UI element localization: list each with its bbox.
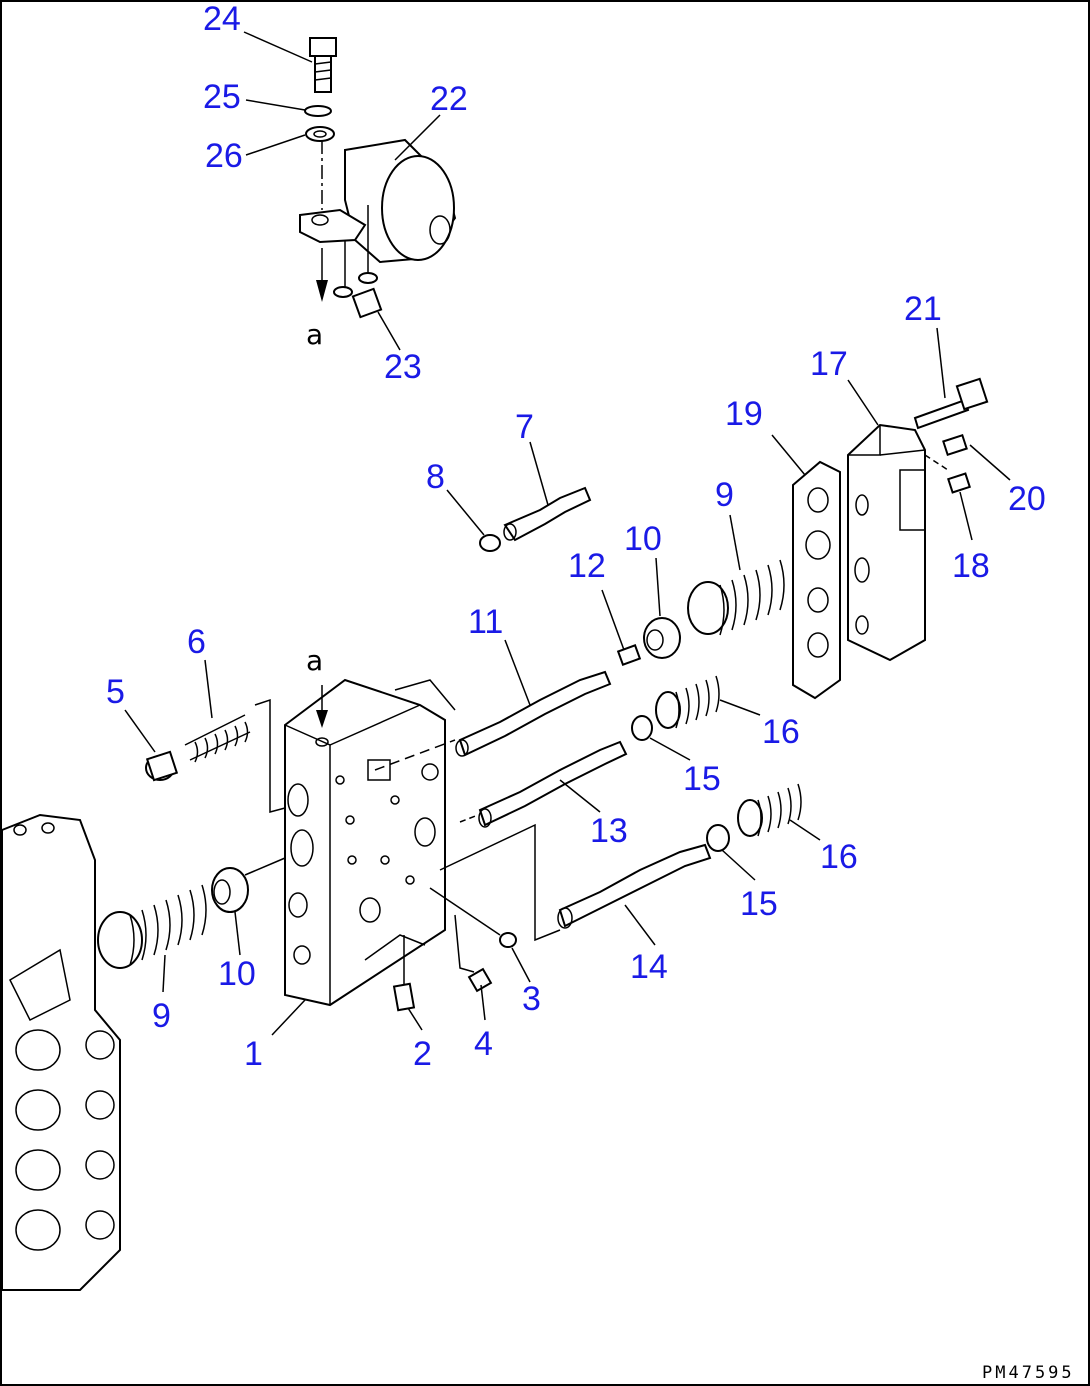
label-8: 8 [426, 458, 445, 496]
label-13: 13 [590, 812, 628, 850]
label-18: 18 [952, 547, 990, 585]
center-spools [374, 486, 712, 942]
label-21: 21 [904, 290, 942, 328]
label-3: 3 [522, 980, 541, 1018]
label-9-right: 9 [715, 476, 734, 514]
view-marker-a-body: a [306, 644, 323, 677]
leader-lines [124, 31, 1011, 1036]
solenoid-valve-assembly [299, 37, 457, 319]
transmission-case [1, 813, 121, 1291]
label-7: 7 [515, 408, 534, 446]
drawing-code: PM47595 [982, 1363, 1075, 1383]
small-plugs [392, 887, 517, 1012]
label-11: 11 [468, 603, 503, 641]
label-15-upper: 15 [683, 760, 721, 798]
label-22: 22 [430, 80, 468, 118]
label-16-upper: 16 [762, 713, 800, 751]
label-25: 25 [203, 78, 241, 116]
label-1: 1 [244, 1035, 263, 1073]
label-10-right: 10 [624, 520, 662, 558]
label-23: 23 [384, 348, 422, 386]
label-14: 14 [630, 948, 668, 986]
right-springs [631, 559, 802, 852]
valve-body [284, 678, 456, 1007]
label-24: 24 [203, 0, 241, 38]
label-9-left: 9 [152, 997, 171, 1035]
label-5: 5 [106, 673, 125, 711]
label-16-lower: 16 [820, 838, 858, 876]
label-4: 4 [474, 1025, 493, 1063]
label-19: 19 [725, 395, 763, 433]
label-12: 12 [568, 547, 606, 585]
label-20: 20 [1008, 480, 1046, 518]
label-15-lower: 15 [740, 885, 778, 923]
label-26: 26 [205, 137, 243, 175]
left-components [97, 698, 286, 969]
label-2: 2 [413, 1035, 432, 1073]
view-marker-a-top: a [306, 318, 323, 351]
label-10-left: 10 [218, 955, 256, 993]
label-6: 6 [187, 623, 206, 661]
label-17: 17 [810, 345, 848, 383]
cover-and-gasket [792, 377, 989, 700]
part-labels: 24 25 26 22 23 7 8 9 10 12 11 6 5 19 17 … [106, 0, 1046, 1073]
